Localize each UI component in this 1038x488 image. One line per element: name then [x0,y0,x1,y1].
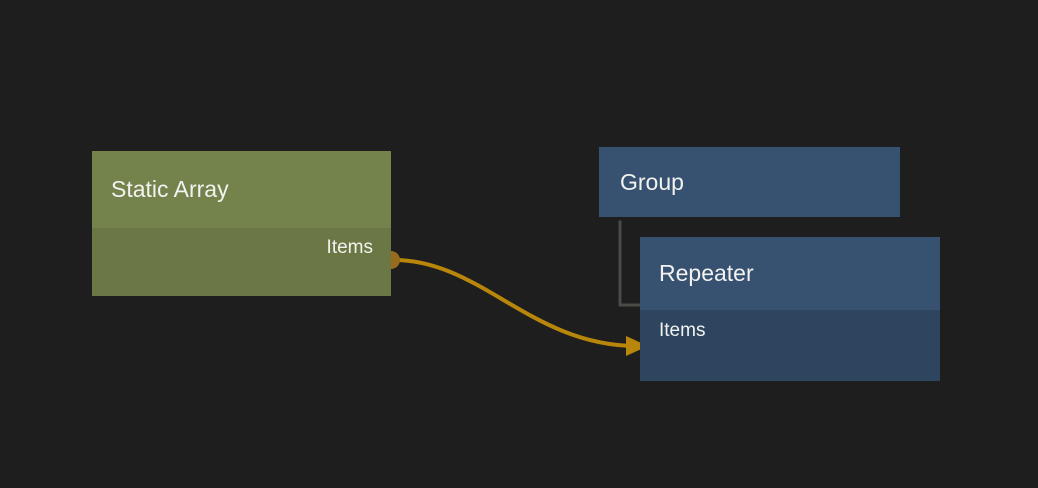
node-static-array-body: Items [92,228,391,296]
node-group-header[interactable]: Group [599,147,900,217]
items-connection-wire[interactable] [389,257,639,348]
node-repeater[interactable]: Repeater Items [640,237,940,381]
node-group[interactable]: Group [599,147,900,217]
node-repeater-body: Items [640,310,940,381]
node-repeater-title: Repeater [659,260,754,286]
node-static-array-header[interactable]: Static Array [92,151,391,228]
port-label-items-output: Items [326,237,373,258]
group-repeater-bracket [618,220,641,307]
port-label-items-input: Items [659,320,706,341]
node-group-title: Group [620,168,684,195]
node-static-array-title: Static Array [111,176,229,202]
node-repeater-header[interactable]: Repeater [640,237,940,310]
port-row-items-output[interactable]: Items [327,228,373,268]
port-row-items-input[interactable]: Items [659,310,705,352]
node-static-array[interactable]: Static Array Items [92,151,391,296]
